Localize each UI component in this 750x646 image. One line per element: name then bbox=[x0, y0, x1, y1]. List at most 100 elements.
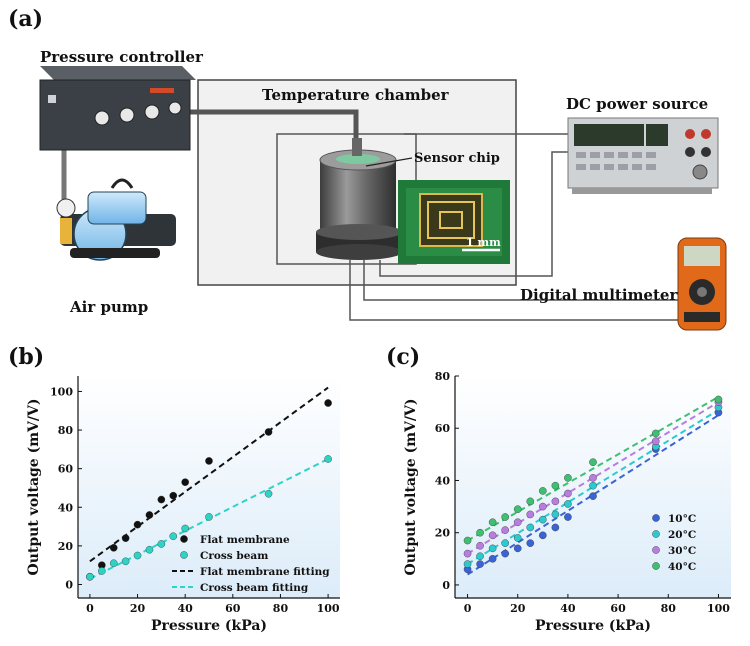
legend-label: Cross beam bbox=[200, 550, 268, 562]
legend-marker bbox=[180, 551, 188, 559]
x-axis-title: Pressure (kPa) bbox=[535, 618, 651, 634]
x-tick-label: 100 bbox=[317, 602, 340, 615]
y-tick-label: 100 bbox=[50, 385, 73, 398]
legend-marker bbox=[652, 562, 660, 570]
y-axis-title: Output voltage (mV/V) bbox=[26, 399, 42, 576]
pressure-controller-device bbox=[39, 66, 196, 151]
x-tick-label: 0 bbox=[86, 602, 94, 615]
data-point bbox=[121, 534, 130, 542]
data-point bbox=[564, 500, 572, 508]
data-point bbox=[589, 492, 597, 500]
data-point bbox=[551, 523, 560, 532]
y-tick-label: 60 bbox=[435, 422, 451, 435]
data-point bbox=[181, 524, 189, 533]
legend-label: 10°C bbox=[668, 513, 696, 525]
sensor-chip-label: Sensor chip bbox=[414, 151, 500, 166]
data-point bbox=[86, 572, 94, 581]
data-point bbox=[526, 539, 535, 547]
data-point bbox=[463, 536, 472, 545]
fit-line bbox=[467, 409, 719, 565]
y-tick-label: 20 bbox=[58, 540, 74, 553]
x-tick-label: 40 bbox=[178, 602, 194, 615]
data-point bbox=[513, 518, 522, 527]
data-point bbox=[564, 489, 572, 498]
fit-line bbox=[467, 396, 719, 542]
temperature-chamber-label: Temperature chamber bbox=[262, 86, 450, 104]
data-point bbox=[501, 549, 509, 558]
legend-label: 30°C bbox=[668, 545, 696, 557]
legend-marker bbox=[652, 530, 660, 538]
panel-a: (a) Temperature chamber Pressure control… bbox=[8, 6, 727, 331]
data-point bbox=[476, 560, 484, 568]
dc-power-source-device bbox=[567, 117, 719, 194]
sensor-package bbox=[316, 138, 402, 260]
data-point bbox=[501, 539, 509, 547]
legend-label: 40°C bbox=[668, 561, 696, 573]
data-point bbox=[651, 437, 660, 446]
data-point bbox=[476, 528, 484, 537]
data-point bbox=[551, 481, 560, 490]
data-point bbox=[513, 505, 522, 514]
air-pump-label: Air pump bbox=[69, 298, 148, 316]
x-tick-label: 80 bbox=[661, 602, 677, 615]
data-point bbox=[651, 429, 660, 438]
data-point bbox=[463, 560, 472, 568]
data-point bbox=[133, 520, 142, 529]
wire-meter-1 bbox=[363, 260, 680, 301]
x-tick-label: 0 bbox=[464, 602, 472, 615]
fit-line bbox=[89, 386, 329, 563]
data-point bbox=[526, 523, 535, 532]
data-point bbox=[324, 399, 332, 407]
data-point bbox=[539, 531, 547, 540]
x-tick-label: 80 bbox=[273, 602, 289, 615]
data-point bbox=[181, 478, 189, 486]
data-point bbox=[526, 510, 535, 519]
x-tick-label: 20 bbox=[510, 602, 526, 615]
wire-meter-2 bbox=[349, 260, 680, 321]
data-point bbox=[551, 510, 560, 519]
data-point bbox=[205, 513, 213, 521]
data-point bbox=[551, 497, 560, 506]
data-point bbox=[324, 455, 332, 463]
data-point bbox=[463, 549, 472, 558]
y-tick-label: 0 bbox=[442, 579, 450, 592]
dc-power-source-label: DC power source bbox=[566, 95, 708, 113]
data-point bbox=[145, 511, 154, 519]
data-point bbox=[133, 551, 142, 560]
y-tick-label: 60 bbox=[58, 463, 74, 476]
x-tick-label: 40 bbox=[560, 602, 576, 615]
data-point bbox=[513, 544, 522, 553]
panel-a-label: (a) bbox=[8, 6, 43, 32]
data-point bbox=[589, 481, 597, 490]
sensor-chip-image bbox=[398, 180, 510, 264]
data-point bbox=[488, 555, 497, 563]
fit-line bbox=[467, 401, 719, 555]
legend-marker bbox=[180, 535, 188, 543]
y-tick-label: 80 bbox=[435, 370, 451, 383]
wire-power-2 bbox=[379, 151, 568, 277]
legend-label: 20°C bbox=[668, 529, 696, 541]
data-point bbox=[539, 515, 547, 524]
data-point bbox=[501, 513, 509, 521]
data-point bbox=[589, 474, 597, 482]
data-point bbox=[157, 495, 166, 504]
data-point bbox=[526, 497, 535, 506]
data-point bbox=[539, 502, 547, 511]
data-point bbox=[264, 428, 273, 436]
data-point bbox=[145, 545, 154, 554]
x-tick-label: 60 bbox=[225, 602, 241, 615]
panel-c-label: (c) bbox=[386, 344, 420, 370]
data-point bbox=[476, 541, 484, 550]
data-point bbox=[169, 491, 178, 500]
legend-marker bbox=[652, 514, 660, 522]
y-tick-label: 40 bbox=[58, 501, 74, 514]
data-point bbox=[109, 544, 118, 552]
data-point bbox=[488, 544, 497, 553]
x-tick-label: 60 bbox=[610, 602, 626, 615]
digital-multimeter-label: Digital multimeter bbox=[520, 286, 678, 304]
